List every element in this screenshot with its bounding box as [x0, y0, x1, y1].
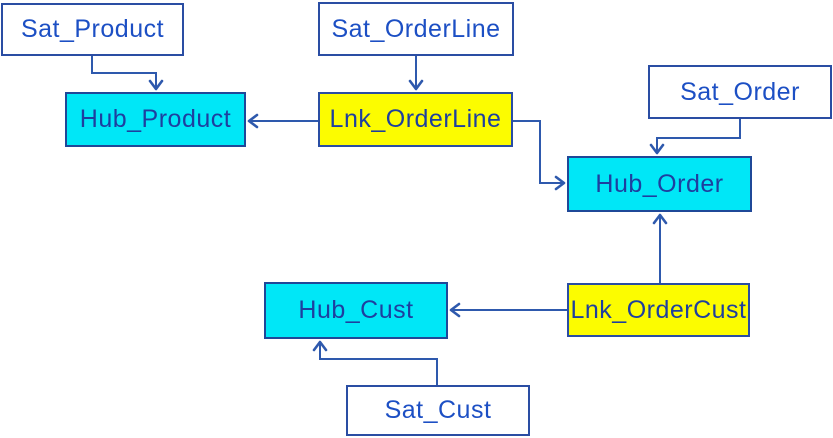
node-label: Sat_OrderLine [331, 14, 501, 43]
node-hub-product[interactable]: Hub_Product [65, 92, 246, 147]
node-hub-order[interactable]: Hub_Order [567, 156, 752, 212]
edge-lnkorderline-huborder [513, 120, 566, 191]
node-sat-product[interactable]: Sat_Product [1, 3, 184, 56]
node-sat-cust[interactable]: Sat_Cust [346, 385, 530, 436]
node-label: Sat_Product [20, 15, 165, 43]
node-hub-cust[interactable]: Hub_Cust [264, 282, 448, 339]
node-label: Hub_Product [79, 105, 232, 133]
edge-satcust-hubcust [312, 340, 438, 385]
edge-satorder-huborder [649, 119, 741, 155]
node-label: Hub_Order [595, 169, 724, 198]
edge-satproduct-hubproduct [91, 56, 164, 91]
node-label: Lnk_OrderLine [329, 105, 502, 133]
node-label: Lnk_OrderCust [570, 295, 747, 324]
node-sat-order[interactable]: Sat_Order [648, 65, 832, 119]
node-sat-orderline[interactable]: Sat_OrderLine [318, 2, 514, 56]
node-lnk-ordercust[interactable]: Lnk_OrderCust [567, 283, 750, 337]
node-label: Sat_Cust [384, 396, 492, 424]
node-label: Sat_Order [680, 77, 800, 106]
node-lnk-orderline[interactable]: Lnk_OrderLine [318, 92, 513, 147]
node-label: Hub_Cust [298, 296, 414, 324]
